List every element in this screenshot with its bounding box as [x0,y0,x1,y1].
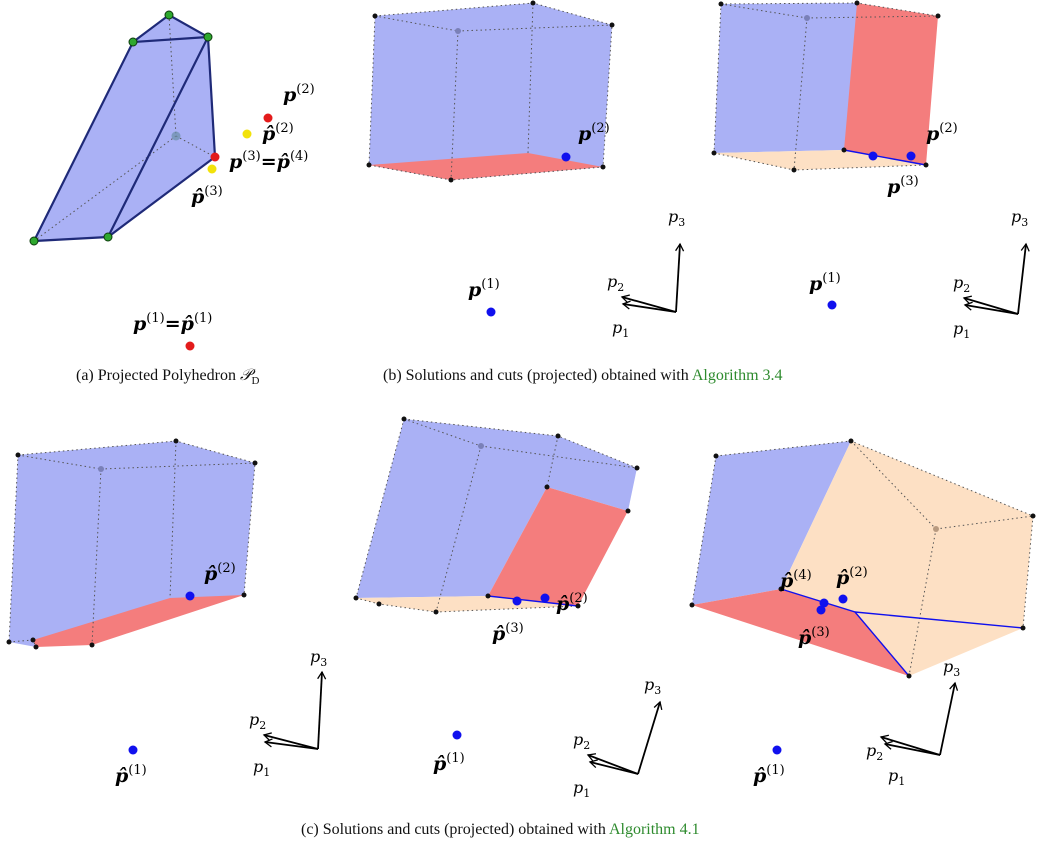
cut-face [33,595,244,647]
axis-label-p2: p2 [866,741,883,763]
label-p2: p(2) [578,121,610,145]
point-p3 [210,152,220,162]
label-phat2: p̂(2) [836,565,868,589]
solution-phat2 [838,594,848,604]
label-phat1: p̂(1) [115,763,147,787]
label-phat1: p̂(1) [433,751,465,775]
solution-phat3 [512,596,522,606]
vertices [689,438,1036,679]
caption-a: (a) Projected Polyhedron 𝒫D [76,367,260,387]
cut-edge [843,149,927,166]
hidden-vertex [804,15,810,21]
polyhedron-face [714,3,858,153]
cut-face-red [844,3,938,165]
axes-c1 [262,670,327,750]
axis-label-p2: p2 [249,710,266,732]
vertices [366,0,615,183]
polyhedron-face [356,419,637,598]
cut-edge [487,595,579,607]
axis-label-p1: p1 [612,318,629,340]
axis-label-p3: p3 [1011,207,1028,229]
axes-b1 [620,242,685,313]
solution-p1 [827,300,837,310]
label-phat2: p̂(2) [556,591,588,615]
solution-phat1 [452,730,462,740]
axis-label-p3: p3 [943,657,960,679]
hidden-edges [355,418,638,613]
hidden-vertex [478,443,484,449]
solution-phat3 [816,605,826,615]
label-phat3: p̂(3) [798,625,830,649]
axis-label-p1: p1 [253,757,270,779]
point-p2 [263,113,273,123]
label-p3-eq-phat4: p(3)=p̂(4) [229,149,308,173]
solution-phat1 [772,745,782,755]
solution-p2 [906,151,916,161]
cut-edge [854,611,1024,629]
label-phat2: p̂(2) [204,561,236,585]
label-p2: p(2) [283,82,315,106]
cut-face [369,153,603,180]
panel-c-sub3: p̂(2) p̂(4) p̂(3) p̂(1) [689,438,1036,787]
solution-p1 [486,307,496,317]
solution-p3 [868,151,878,161]
solution-phat2 [540,593,550,603]
polyhedron-face [34,15,215,241]
panel-a: p(2) p̂(2) p(3)=p̂(4) p̂(3) p(1)=p̂(1) (… [29,10,315,387]
vertices [6,438,258,650]
axis-label-p2: p2 [573,730,590,752]
label-p3: p(3) [887,174,919,198]
cut-region [781,441,1033,676]
axes-b2 [962,242,1030,315]
hidden-vertex [933,526,939,532]
point-phat3 [207,164,217,174]
panel-b-sub1: p(2) p(1) [366,0,615,317]
axis-label-p1: p1 [953,319,970,341]
polyhedron-vertices [29,10,213,246]
polyhedron-face [369,3,612,180]
panel-c-sub1: p̂(2) p̂(1) [6,438,258,787]
caption-b: (b) Solutions and cuts (projected) obtai… [383,367,783,384]
label-phat3: p̂(3) [492,621,524,645]
axis-label-p2: p2 [607,272,624,294]
hidden-edges [33,14,216,242]
solution-phat4 [819,598,829,608]
point-p1 [185,341,195,351]
polyhedron-face [692,441,851,605]
hidden-edges [691,440,1034,677]
hidden-vertex [171,131,181,141]
axis-label-p3: p3 [310,647,327,669]
axis-label-p3: p3 [644,675,661,697]
axis-label-p1: p1 [888,766,905,788]
caption-c: (c) Solutions and cuts (projected) obtai… [301,821,700,838]
vertices [353,416,640,615]
cut-face-red [692,589,909,676]
hidden-edges [8,440,256,648]
axes-c3 [879,681,959,756]
vertices [711,0,941,173]
solution-phat1 [128,745,138,755]
label-phat2: p̂(2) [262,121,294,145]
panel-b-sub2: p(2) p(3) p(1) [711,0,958,310]
hidden-vertex [98,466,104,472]
solution-p2 [561,152,571,162]
label-p2: p(2) [926,121,958,145]
cut-face-red [488,487,628,606]
label-phat3: p̂(3) [191,184,223,208]
cut-region [714,150,926,170]
axis-label-p1: p1 [573,778,590,800]
solution-phat2 [185,591,195,601]
label-p1: p(1) [809,271,841,295]
axes-c2 [586,700,663,775]
hidden-vertex [455,28,461,34]
label-p1: p(1) [468,277,500,301]
label-phat1: p̂(1) [753,763,785,787]
axis-label-p3: p3 [668,207,685,229]
point-phat2 [242,129,252,139]
axis-label-p2: p2 [953,273,970,295]
label-phat4: p̂(4) [780,568,812,592]
label-p1-eq-phat1: p(1)=p̂(1) [133,311,212,335]
panel-c-sub2: p̂(2) p̂(3) p̂(1) [353,416,640,775]
